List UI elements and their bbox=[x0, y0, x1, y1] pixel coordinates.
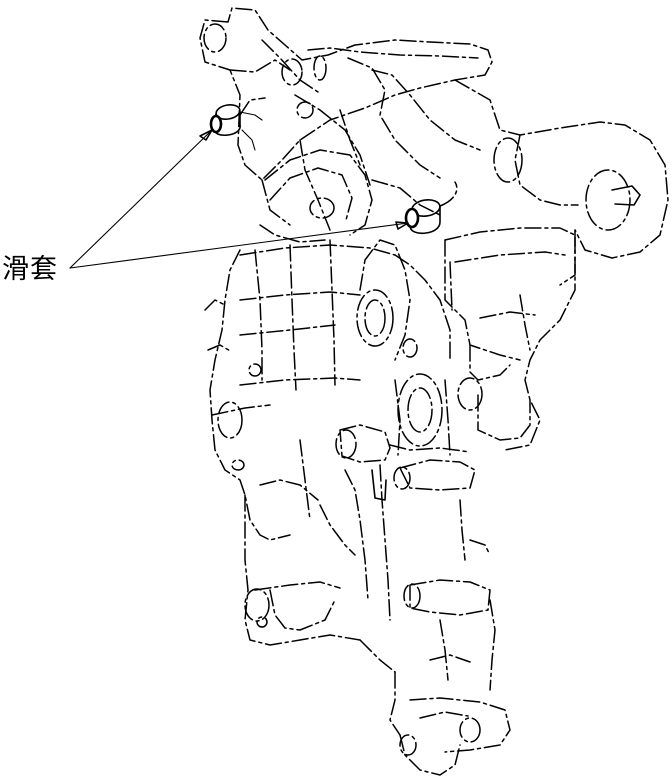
lower-housing-outline bbox=[244, 494, 511, 776]
sliding-sleeve-label: 滑套 bbox=[2, 254, 58, 285]
sliding-sleeve-upper bbox=[209, 103, 263, 151]
right-bracket-outline bbox=[444, 227, 576, 441]
callout-leaders bbox=[69, 129, 409, 269]
upper-housing-outline bbox=[199, 7, 493, 226]
lower-chamber-outline bbox=[259, 373, 491, 621]
center-rib-outline bbox=[259, 109, 441, 243]
sliding-sleeve-center bbox=[404, 181, 458, 235]
middle-housing-outline bbox=[204, 239, 451, 541]
right-boss-outline bbox=[454, 79, 669, 451]
